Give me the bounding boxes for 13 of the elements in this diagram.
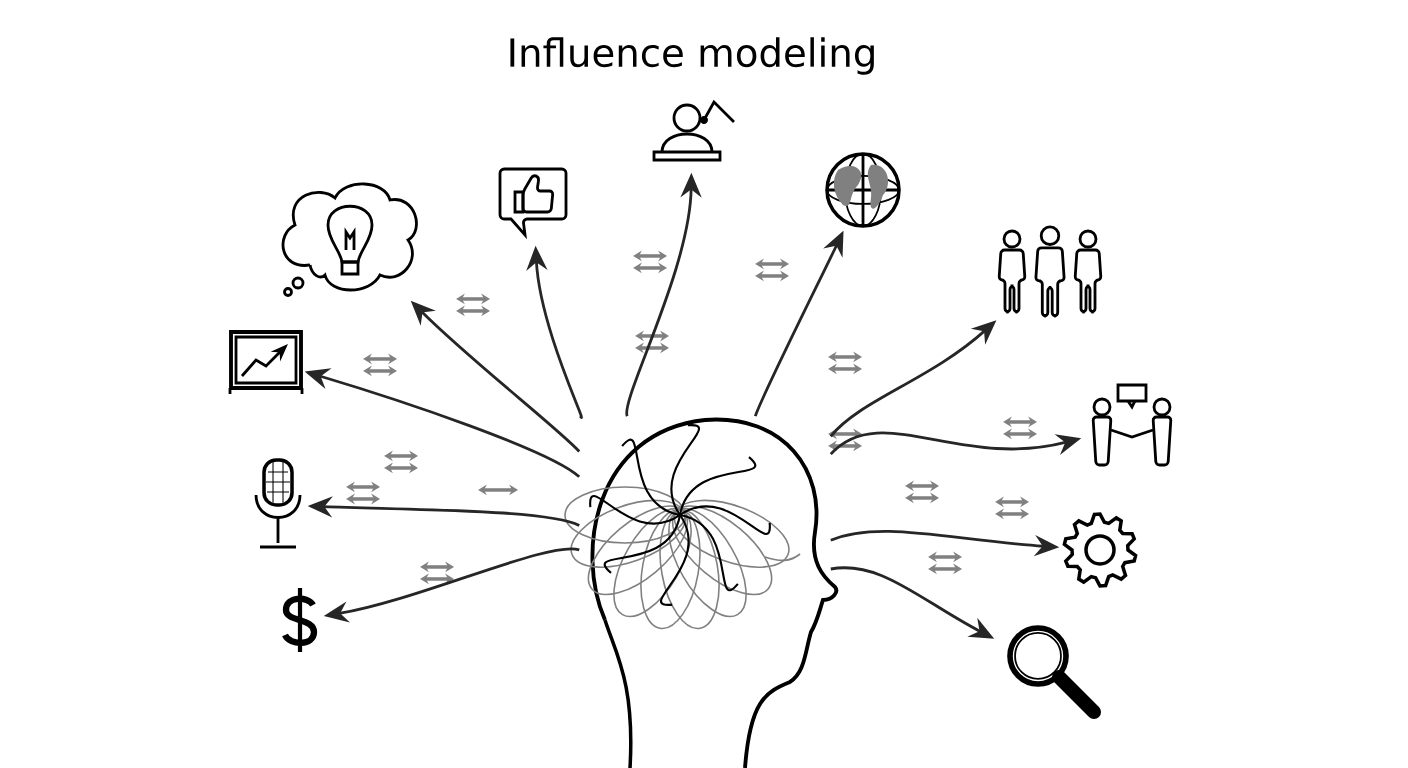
chart-icon (228, 330, 304, 396)
gear-icon (1062, 512, 1138, 588)
globe-icon (825, 152, 901, 228)
title: Influence modeling (510, 37, 874, 75)
people-group-icon (997, 225, 1103, 318)
microphone-icon (254, 458, 302, 549)
lightbulb-cloud-icon (281, 182, 418, 297)
thumbs-up-icon (498, 167, 568, 237)
magnifier-icon (1007, 625, 1102, 720)
conversation-icon (1091, 383, 1173, 467)
head-drawing (564, 417, 838, 768)
speaker-icon (652, 99, 735, 162)
dollar-sign-icon (282, 588, 318, 652)
